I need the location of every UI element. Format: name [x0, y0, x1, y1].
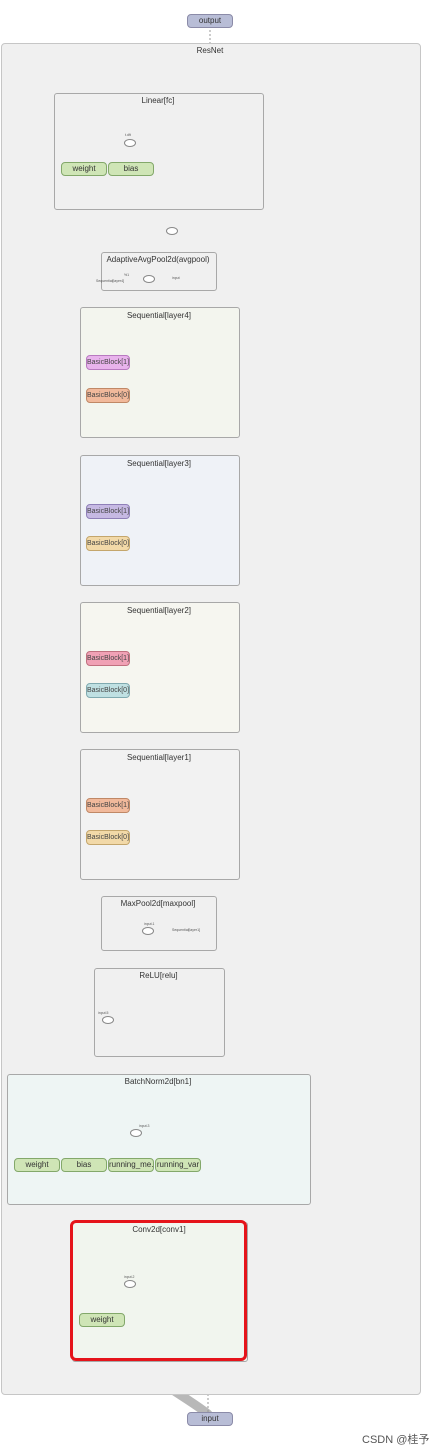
layer2-block-1[interactable]: BasicBlock[1]: [86, 651, 130, 666]
bn1-title: BatchNorm2d[bn1]: [124, 1077, 192, 1086]
relu-op-node[interactable]: [102, 1016, 114, 1024]
fc-op-node[interactable]: [124, 139, 136, 147]
conv1-selection-highlight: [70, 1220, 247, 1361]
output-node[interactable]: output: [187, 14, 233, 28]
layer3-group[interactable]: [80, 455, 240, 586]
layer4-group[interactable]: [80, 307, 240, 438]
layer1-group[interactable]: [80, 749, 240, 880]
linear-fc-title: Linear[fc]: [141, 96, 175, 105]
relu-op-label: input.5: [98, 1011, 109, 1015]
maxpool-output: Sequential[layer1]: [172, 928, 201, 932]
layer4-block-0[interactable]: BasicBlock[0]: [86, 388, 130, 403]
flatten-op-node[interactable]: [166, 227, 178, 235]
bn1-bias-param[interactable]: bias: [61, 1158, 107, 1172]
bn1-running-mean-param[interactable]: running_me...: [108, 1158, 154, 1172]
avgpool-title: AdaptiveAvgPool2d(avgpool): [106, 255, 210, 264]
maxpool-op-label: input.1: [144, 922, 155, 926]
layer1-block-0[interactable]: BasicBlock[0]: [86, 830, 130, 845]
relu-title: ReLU[relu]: [139, 971, 178, 980]
avgpool-group[interactable]: [101, 252, 217, 291]
linear-fc-group[interactable]: [54, 93, 264, 210]
maxpool-title: MaxPool2d[maxpool]: [120, 899, 196, 908]
bn1-group[interactable]: [7, 1074, 311, 1205]
bn1-op-node[interactable]: [130, 1129, 142, 1137]
avgpool-op-node[interactable]: [143, 275, 155, 283]
relu-group[interactable]: [94, 968, 225, 1057]
fc-bias-param[interactable]: bias: [108, 162, 154, 176]
layer1-block-1[interactable]: BasicBlock[1]: [86, 798, 130, 813]
fc-weight-param[interactable]: weight: [61, 162, 107, 176]
bn1-running-var-param[interactable]: running_var: [155, 1158, 201, 1172]
layer1-title: Sequential[layer1]: [126, 753, 192, 762]
fc-op-label: t.dft: [125, 133, 131, 137]
layer4-title: Sequential[layer4]: [126, 311, 192, 320]
bn1-weight-param[interactable]: weight: [14, 1158, 60, 1172]
layer2-block-0[interactable]: BasicBlock[0]: [86, 683, 130, 698]
conv1-title: Conv2d[conv1]: [132, 1225, 186, 1234]
layer2-group[interactable]: [80, 602, 240, 733]
conv1-group[interactable]: [72, 1222, 248, 1362]
maxpool-op-node[interactable]: [142, 927, 154, 935]
avgpool-output: input: [172, 276, 180, 280]
input-node[interactable]: input: [187, 1412, 233, 1426]
layer3-title: Sequential[layer3]: [126, 459, 192, 468]
csdn-watermark: CSDN @桂予: [362, 1434, 430, 1446]
conv1-op-label: input.2: [124, 1275, 135, 1279]
layer2-title: Sequential[layer2]: [126, 606, 192, 615]
maxpool-group[interactable]: [101, 896, 217, 951]
bn1-op-label: input.3: [139, 1124, 150, 1128]
layer4-block-1[interactable]: BasicBlock[1]: [86, 355, 130, 370]
layer3-block-1[interactable]: BasicBlock[1]: [86, 504, 130, 519]
avgpool-input-a: Sequential[layer4]: [96, 279, 125, 283]
resnet-title: ResNet: [196, 46, 224, 55]
conv1-op-node[interactable]: [124, 1280, 136, 1288]
avgpool-input-b: %1: [124, 273, 130, 277]
conv1-weight-param[interactable]: weight: [79, 1313, 125, 1327]
layer3-block-0[interactable]: BasicBlock[0]: [86, 536, 130, 551]
